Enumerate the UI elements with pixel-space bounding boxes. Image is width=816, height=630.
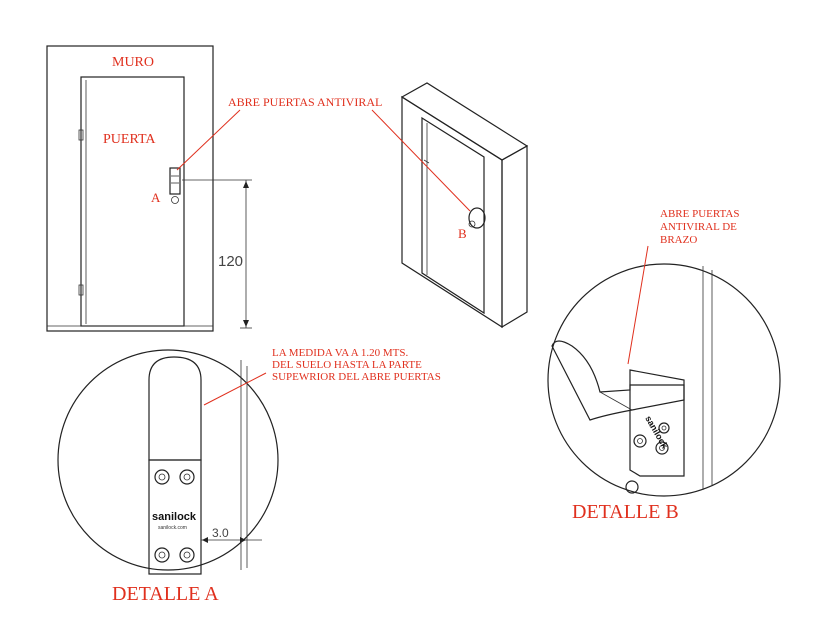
marker-b: B xyxy=(458,226,467,241)
detail-b: sanilock ABRE PUERTAS ANTIVIRAL DE BRAZO… xyxy=(547,208,781,523)
wall-frame xyxy=(46,45,214,332)
note-a-line1: LA MEDIDA VA A 1.20 MTS. xyxy=(272,347,408,359)
note-a-line2: DEL SUELO HASTA LA PARTE xyxy=(272,359,422,371)
door-opener-device-iso xyxy=(468,207,486,229)
note-a-line3: SUPEWRIOR DEL ABRE PUERTAS xyxy=(272,371,441,383)
note-b-line3: BRAZO xyxy=(660,234,697,246)
label-muro: MURO xyxy=(112,55,154,70)
marker-a: A xyxy=(151,190,161,205)
detail-a-title: DETALLE A xyxy=(112,583,219,605)
note-b-line2: ANTIVIRAL DE xyxy=(660,221,737,233)
label-abre-puertas: ABRE PUERTAS ANTIVIRAL xyxy=(228,95,382,109)
detail-b-plate xyxy=(629,384,685,477)
detail-b-screws xyxy=(625,422,670,494)
detail-a-brand: sanilock xyxy=(152,511,197,523)
detail-a-screws xyxy=(154,469,195,563)
dimension-3: 3.0 xyxy=(212,526,229,540)
detail-a: sanilock sanilock.com 3.0 LA MEDIDA VA A… xyxy=(57,347,441,605)
door-leaf xyxy=(80,76,185,327)
note-b-line1: ABRE PUERTAS xyxy=(660,208,739,220)
detail-a-brand-sub: sanilock.com xyxy=(158,525,187,531)
door-opener-device-front xyxy=(169,167,181,195)
detail-a-device xyxy=(148,356,202,461)
isometric-view: B xyxy=(371,82,529,329)
front-elevation: MURO PUERTA ABRE PUERTAS ANTIVIRAL A 120 xyxy=(46,45,382,332)
iso-door-leaf xyxy=(421,116,485,315)
label-puerta: PUERTA xyxy=(103,132,156,147)
dimension-120: 120 xyxy=(218,253,243,270)
detail-b-arm xyxy=(551,340,685,421)
detail-b-circle xyxy=(547,263,781,497)
detail-b-title: DETALLE B xyxy=(572,501,679,523)
